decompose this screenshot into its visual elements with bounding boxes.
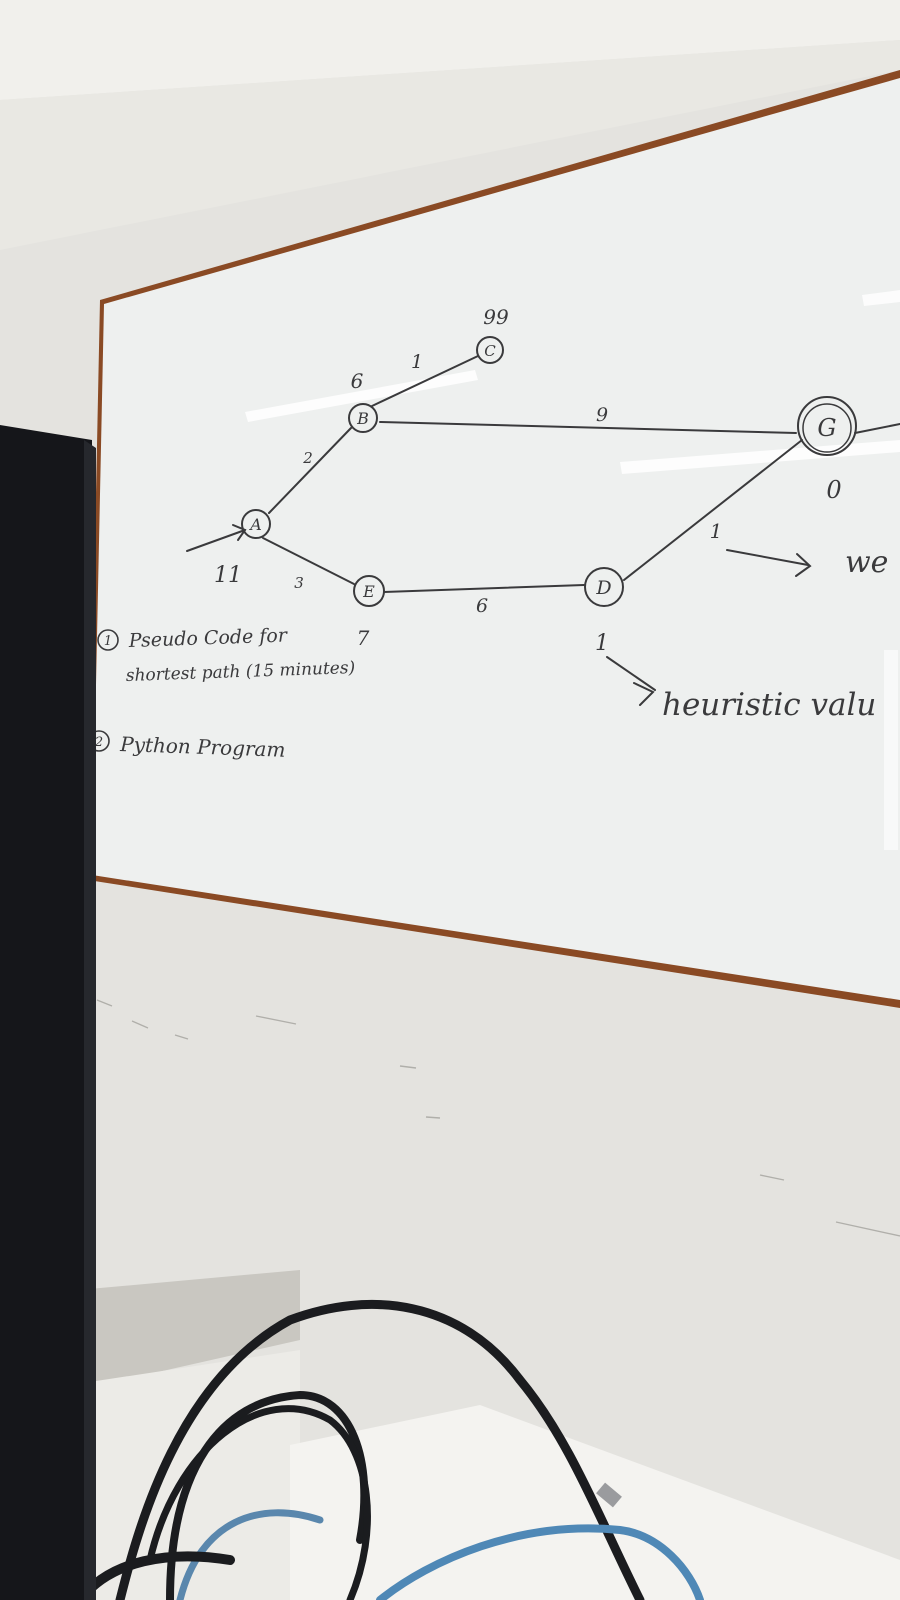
node-d: D xyxy=(584,567,624,607)
edge-a-e xyxy=(262,537,355,585)
heuristic-d: 1 xyxy=(595,631,609,656)
weight-b-g: 9 xyxy=(596,404,608,426)
node-a: A xyxy=(241,509,271,539)
monitor-edge xyxy=(0,425,92,1600)
node-g-inner-circle xyxy=(802,403,852,453)
node-c-label: C xyxy=(484,342,496,360)
edge-b-c xyxy=(371,355,479,407)
node-e: E xyxy=(353,575,385,607)
heuristic-g: 0 xyxy=(826,476,841,504)
node-a-circle xyxy=(241,509,271,539)
weight-arrow-head xyxy=(795,553,812,577)
heuristic-b: 6 xyxy=(351,369,364,393)
node-c-circle xyxy=(476,336,504,364)
weight-annotation: we xyxy=(845,545,888,580)
desk-back xyxy=(78,1270,300,1390)
graph-nodes: A B C E D G xyxy=(241,336,857,607)
weight-arrow xyxy=(726,549,809,566)
weight-e-d: 6 xyxy=(476,595,488,617)
ceiling xyxy=(0,0,900,100)
heuristic-c: 99 xyxy=(483,305,509,329)
task-2-line1: Python Program xyxy=(119,732,286,762)
node-e-label: E xyxy=(362,582,375,601)
node-g-label: G xyxy=(817,414,836,442)
weight-a-b: 2 xyxy=(302,449,313,467)
node-b-circle xyxy=(348,403,378,433)
node-d-label: D xyxy=(595,577,611,599)
light-reflection xyxy=(862,290,900,306)
node-d-circle xyxy=(584,567,624,607)
heuristic-arrow-head xyxy=(633,682,655,706)
task-2-number: 2 xyxy=(94,735,103,750)
node-g-circle xyxy=(797,396,857,456)
node-c: C xyxy=(476,336,504,364)
heuristic-arrow xyxy=(606,656,656,691)
edge-weights: 2 1 9 3 6 1 xyxy=(294,351,722,617)
task-1-number-circle xyxy=(97,629,119,651)
cables xyxy=(75,1300,704,1600)
node-b: B xyxy=(348,403,378,433)
task-1-number: 1 xyxy=(104,634,112,649)
weight-d-g: 1 xyxy=(710,519,723,543)
start-arrow-head xyxy=(232,524,247,541)
wall-scuffs xyxy=(96,999,900,1237)
weight-a-e: 3 xyxy=(294,574,304,592)
node-g: G xyxy=(797,396,857,456)
weight-b-c: 1 xyxy=(411,351,423,373)
heuristic-a: 11 xyxy=(214,563,242,588)
heuristic-annotation: heuristic valu xyxy=(662,687,876,723)
monitor-bevel xyxy=(84,440,96,1600)
edge-e-d xyxy=(383,584,585,593)
edge-g-offboard xyxy=(854,423,900,434)
edge-a-b xyxy=(268,427,352,514)
node-b-label: B xyxy=(356,409,369,428)
graph-edges xyxy=(186,355,900,706)
node-a-label: A xyxy=(248,515,262,534)
whiteboard-surface xyxy=(92,78,900,1000)
edge-d-g xyxy=(623,439,803,581)
node-e-circle xyxy=(353,575,385,607)
heuristic-e: 7 xyxy=(357,626,370,650)
light-reflection xyxy=(884,650,898,850)
start-arrow xyxy=(186,529,246,552)
edge-b-g xyxy=(379,421,797,434)
light-reflection xyxy=(620,440,900,474)
wall-upper xyxy=(0,40,900,250)
heuristic-values: 11 6 99 7 1 0 xyxy=(214,305,842,656)
